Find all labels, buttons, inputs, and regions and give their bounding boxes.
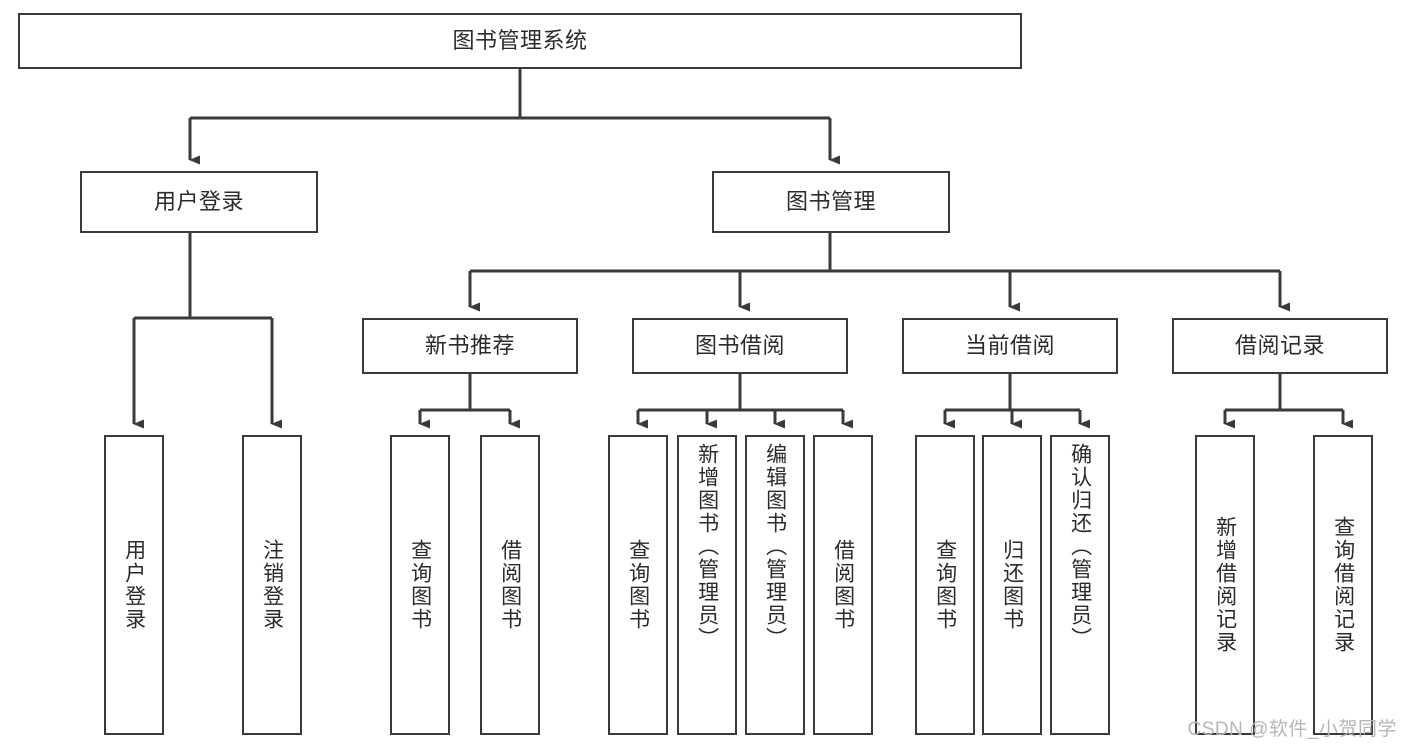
leaf-confirm-return-admin[interactable]: 确认归还（管理员）	[1050, 435, 1110, 735]
leaf-query-book-borrow-label: 查询图书	[626, 539, 650, 631]
leaf-query-book-newbook[interactable]: 查询图书	[390, 435, 450, 735]
leaf-logout-label: 注销登录	[260, 539, 284, 631]
leaf-edit-book-admin-label: 编辑图书（管理员）	[763, 443, 787, 650]
leaf-borrow-book-newbook-label: 借阅图书	[498, 539, 522, 631]
node-new-book-recommend[interactable]: 新书推荐	[362, 318, 578, 374]
leaf-confirm-return-admin-label: 确认归还（管理员）	[1068, 443, 1092, 650]
leaf-add-borrow-record[interactable]: 新增借阅记录	[1195, 435, 1255, 735]
leaf-borrow-book-label: 借阅图书	[831, 539, 855, 631]
node-borrow-records-label: 借阅记录	[1234, 332, 1325, 358]
leaf-add-book-admin-label: 新增图书（管理员）	[695, 443, 719, 650]
leaf-add-book-admin[interactable]: 新增图书（管理员）	[677, 435, 737, 735]
leaf-user-login-label: 用户登录	[122, 539, 146, 631]
node-user-login-label: 用户登录	[153, 188, 244, 214]
leaf-logout[interactable]: 注销登录	[242, 435, 302, 735]
leaf-user-login[interactable]: 用户登录	[104, 435, 164, 735]
node-root[interactable]: 图书管理系统	[18, 13, 1022, 69]
node-book-management-label: 图书管理	[785, 188, 876, 214]
watermark-text: CSDN @软件_小贺同学	[1187, 719, 1397, 740]
leaf-query-borrow-record-label: 查询借阅记录	[1331, 516, 1355, 654]
node-book-borrow[interactable]: 图书借阅	[632, 318, 848, 374]
node-root-label: 图书管理系统	[452, 27, 588, 53]
leaf-borrow-book[interactable]: 借阅图书	[813, 435, 873, 735]
leaf-add-borrow-record-label: 新增借阅记录	[1213, 516, 1237, 654]
node-user-login[interactable]: 用户登录	[80, 171, 318, 233]
leaf-query-book-newbook-label: 查询图书	[408, 539, 432, 631]
leaf-return-book-label: 归还图书	[1000, 539, 1024, 631]
node-borrow-records[interactable]: 借阅记录	[1172, 318, 1388, 374]
leaf-edit-book-admin[interactable]: 编辑图书（管理员）	[745, 435, 805, 735]
leaf-query-book-current-label: 查询图书	[933, 539, 957, 631]
leaf-return-book[interactable]: 归还图书	[982, 435, 1042, 735]
leaf-borrow-book-newbook[interactable]: 借阅图书	[480, 435, 540, 735]
leaf-query-borrow-record[interactable]: 查询借阅记录	[1313, 435, 1373, 735]
leaf-query-book-borrow[interactable]: 查询图书	[608, 435, 668, 735]
node-book-management[interactable]: 图书管理	[712, 171, 950, 233]
node-new-book-recommend-label: 新书推荐	[424, 332, 515, 358]
node-book-borrow-label: 图书借阅	[694, 332, 785, 358]
leaf-query-book-current[interactable]: 查询图书	[915, 435, 975, 735]
node-current-borrow[interactable]: 当前借阅	[902, 318, 1118, 374]
node-current-borrow-label: 当前借阅	[964, 332, 1055, 358]
